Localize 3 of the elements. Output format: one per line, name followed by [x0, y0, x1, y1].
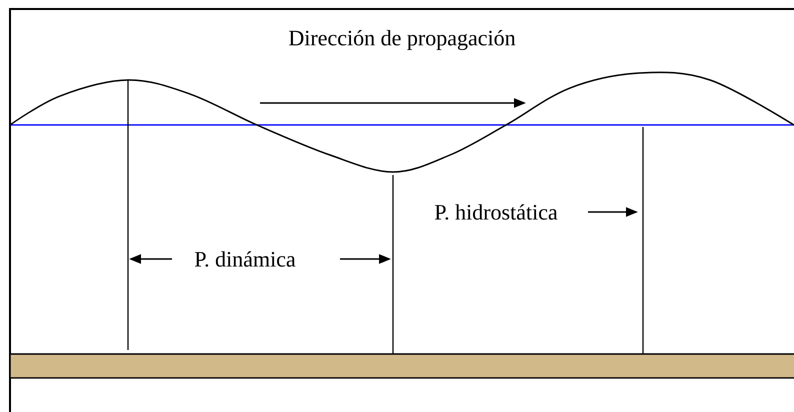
- text-label: P. dinámica: [194, 251, 296, 267]
- text-label: Dirección de propagación: [289, 30, 516, 50]
- text-label: P. hidrostática: [434, 204, 558, 220]
